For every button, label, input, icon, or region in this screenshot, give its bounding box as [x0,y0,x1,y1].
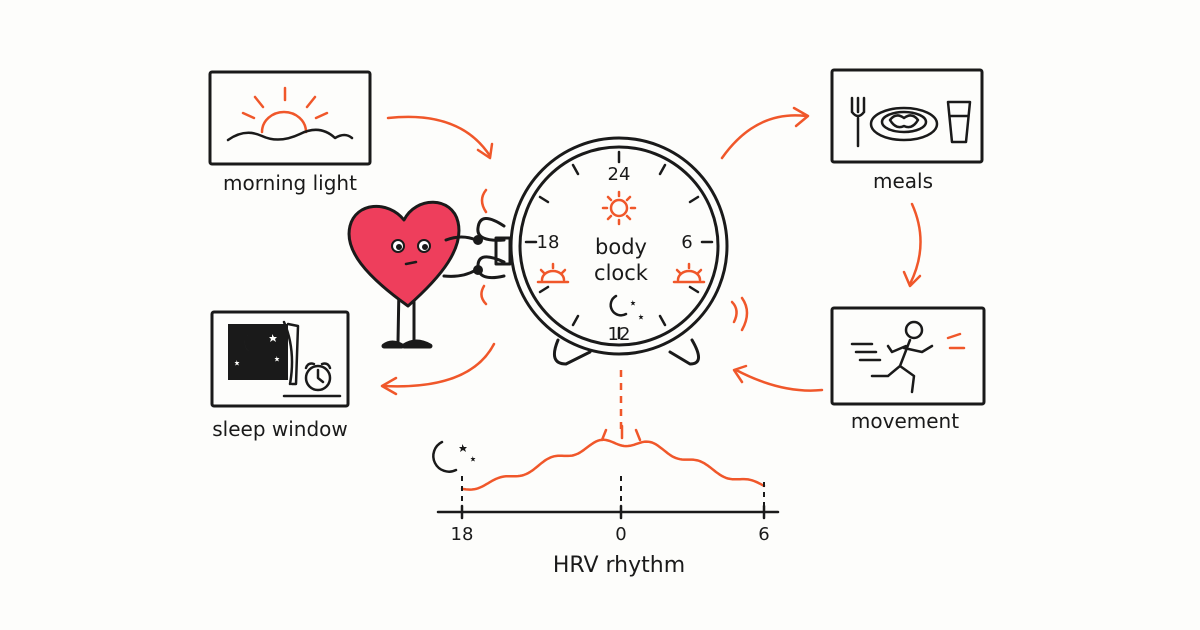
plate-icon [869,106,939,142]
clock-ticks [524,150,714,340]
card-frame [830,68,984,164]
label-movement: movement [851,409,959,433]
sunset-icon-left [536,262,570,284]
sunrise-icon-right [672,262,706,284]
card-frame [210,310,350,408]
chart-tick-label: 18 [451,524,474,545]
hrv-chart: 18 0 6 HRV rhythm [432,424,780,578]
label-morning-light: morning light [223,171,357,195]
runner-icon [850,320,966,394]
chart-tick-label: 0 [615,524,626,545]
heart-face [391,239,431,266]
chart-moon-icon [432,440,476,473]
heart-character [347,200,483,349]
clock-label-body: body [595,235,647,259]
card-frame [208,70,372,166]
card-morning-light: morning light [208,70,372,195]
cycle-arrows [380,106,922,396]
glass-icon [946,100,972,144]
arrow-meals-to-movement [902,202,922,288]
fork-icon [850,96,866,148]
label-sleep-window: sleep window [212,417,348,441]
clock-label-clock: clock [594,261,649,285]
clock-number-right: 6 [681,232,692,253]
chart-title: HRV rhythm [553,553,685,578]
card-sleep-window: sleep window [210,310,350,441]
chart-axis-ticks [460,504,766,520]
window-night-icon [228,320,300,386]
alarm-clock-icon [304,362,332,392]
hrv-curve [460,438,766,491]
moon-stars-icon [609,294,644,320]
clock-number-left: 18 [537,232,560,253]
card-frame [830,306,986,406]
arrow-clock-to-sleep [380,342,496,396]
body-clock: 24 18 6 12 body clock [476,136,749,366]
card-meals: meals [830,68,984,193]
sun-icon [601,190,637,226]
card-movement: movement [830,306,986,433]
sunrise-icon [226,86,354,142]
peak-rays [600,424,642,442]
arrow-light-to-clock [386,115,494,160]
clock-number-bottom: 12 [608,324,631,345]
arrow-movement-to-clock [732,364,824,392]
clock-number-top: 24 [608,164,631,185]
chart-guides [461,476,765,510]
label-meals: meals [873,169,933,193]
arrow-clock-to-meals [720,106,810,160]
chart-tick-label: 6 [758,524,769,545]
